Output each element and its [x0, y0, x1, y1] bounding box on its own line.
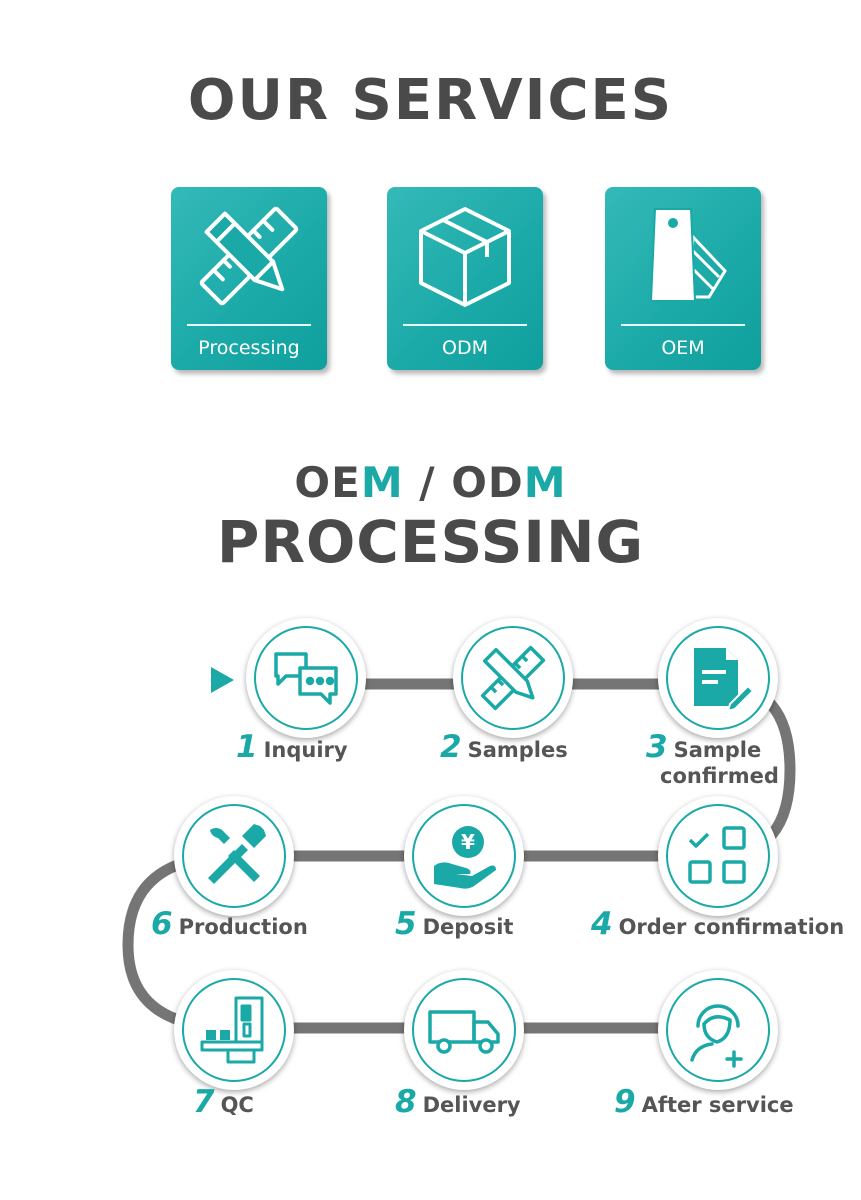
service-label: Processing: [198, 337, 300, 359]
truck-icon: [428, 1010, 500, 1054]
step-node-deposit[interactable]: ¥: [404, 796, 524, 916]
svg-text:¥: ¥: [461, 830, 475, 854]
box-icon: [419, 207, 511, 307]
yen-hand-icon: ¥: [434, 826, 496, 889]
chat-bubbles-icon: [274, 652, 338, 705]
document-edit-icon: [694, 648, 755, 713]
pencil-ruler-icon: [480, 645, 546, 711]
step-node-samples[interactable]: [453, 618, 573, 738]
service-label: OEM: [661, 337, 705, 359]
tools-icon: [208, 824, 266, 884]
step-node-delivery[interactable]: [404, 970, 524, 1090]
service-card-processing[interactable]: Processing: [171, 187, 327, 370]
divider: [187, 324, 311, 326]
support-agent-icon: [690, 1004, 743, 1068]
tag-swatch-icon: [649, 208, 727, 302]
step-node-qc[interactable]: [174, 970, 294, 1090]
divider: [403, 324, 527, 326]
divider: [621, 324, 745, 326]
page-title: OUR SERVICES: [187, 68, 674, 133]
checklist-grid-icon: [688, 826, 746, 884]
inspection-machine-icon: [200, 996, 264, 1064]
step-node-after-service[interactable]: [658, 970, 778, 1090]
service-card-oem[interactable]: OEM: [605, 187, 761, 370]
service-card-odm[interactable]: ODM: [387, 187, 543, 370]
step-node-inquiry[interactable]: [246, 618, 366, 738]
service-label: ODM: [442, 337, 488, 359]
step-label-line2: confirmed: [660, 764, 779, 788]
pencil-ruler-icon: [199, 206, 299, 306]
step-node-production[interactable]: [174, 796, 294, 916]
process-subtitle: OEM / ODM: [294, 458, 567, 507]
step-node-sample-confirmed[interactable]: [658, 618, 778, 738]
process-title: PROCESSING: [216, 508, 645, 576]
start-arrow-icon: [211, 667, 234, 693]
step-node-order-confirmation[interactable]: [658, 796, 778, 916]
